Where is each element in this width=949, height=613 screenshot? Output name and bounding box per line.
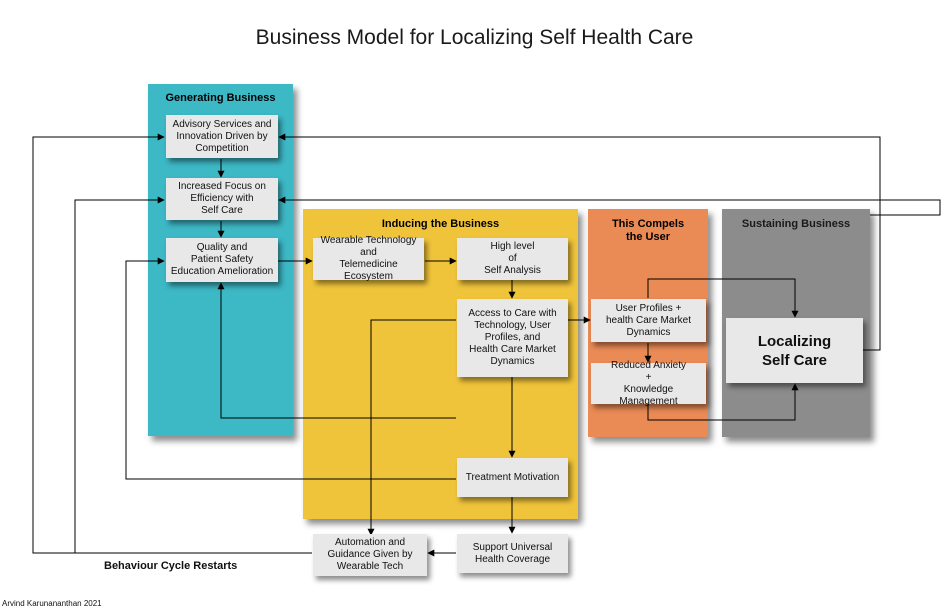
- box-advisory-label: Advisory Services and Innovation Driven …: [172, 118, 272, 154]
- box-support-label: Support Universal Health Coverage: [472, 541, 553, 565]
- box-automation-label: Automation and Guidance Given by Wearabl…: [327, 537, 413, 572]
- box-wearable-technology: Wearable Technology and Telemedicine Eco…: [313, 235, 424, 282]
- arrow-access-to-automation: [367, 319, 456, 536]
- box-reduced-label: Reduced Anxiety + Knowledge Management: [610, 359, 687, 407]
- arrow-reduced-to-localizing: [647, 383, 799, 421]
- box-access-label: Access to Care with Technology, User Pro…: [468, 308, 557, 367]
- box-support-universal: Support Universal Health Coverage: [457, 534, 568, 573]
- box-advisory-services: Advisory Services and Innovation Driven …: [166, 115, 278, 158]
- column-title-generating: Generating Business: [165, 92, 276, 104]
- diagram-title: Business Model for Localizing Self Healt…: [255, 26, 694, 49]
- box-access-to-care: Access to Care with Technology, User Pro…: [457, 299, 568, 377]
- box-highlevel-label: High level of Self Analysis: [484, 241, 541, 276]
- box-treatment-label: Treatment Motivation: [465, 471, 560, 483]
- arrow-localizing-to-advisory: [278, 133, 881, 351]
- box-localizing-self-care: Localizing Self Care: [726, 318, 863, 383]
- column-title-sustaining: Sustaining Business: [741, 218, 851, 230]
- author-credit: Arvind Karunananthan 2021: [2, 599, 102, 608]
- box-automation-guidance: Automation and Guidance Given by Wearabl…: [313, 534, 427, 576]
- behaviour-cycle-label: Behaviour Cycle Restarts: [104, 560, 238, 572]
- arrow-treatment-to-quality: [125, 257, 456, 480]
- column-title-inducing: Inducing the Business: [381, 218, 500, 230]
- column-title-compels: This Compels the User: [611, 218, 685, 243]
- box-quality-patient-safety: Quality and Patient Safety Education Ame…: [166, 238, 278, 282]
- box-quality-label: Quality and Patient Safety Education Ame…: [170, 242, 274, 277]
- box-localizing-label: Localizing Self Care: [757, 332, 832, 369]
- box-treatment-motivation: Treatment Motivation: [457, 458, 568, 497]
- box-efficiency-label: Increased Focus on Efficiency with Self …: [178, 181, 266, 216]
- arrow-localizing-to-efficiency: [278, 196, 941, 216]
- box-user-profiles: User Profiles + health Care Market Dynam…: [591, 299, 706, 342]
- box-high-level-self-analysis: High level of Self Analysis: [457, 238, 568, 280]
- arrow-userprofiles-to-localizing: [647, 278, 799, 318]
- arrow-loop-to-quality: [217, 282, 456, 419]
- arrow-cycle-to-efficiency: [74, 196, 165, 553]
- box-reduced-anxiety: Reduced Anxiety + Knowledge Management: [591, 360, 706, 407]
- arrow-cycle-to-advisory: [32, 133, 312, 554]
- box-wearable-label: Wearable Technology and Telemedicine Eco…: [320, 235, 417, 282]
- box-userprofiles-label: User Profiles + health Care Market Dynam…: [605, 302, 692, 338]
- box-increased-focus: Increased Focus on Efficiency with Self …: [166, 178, 278, 220]
